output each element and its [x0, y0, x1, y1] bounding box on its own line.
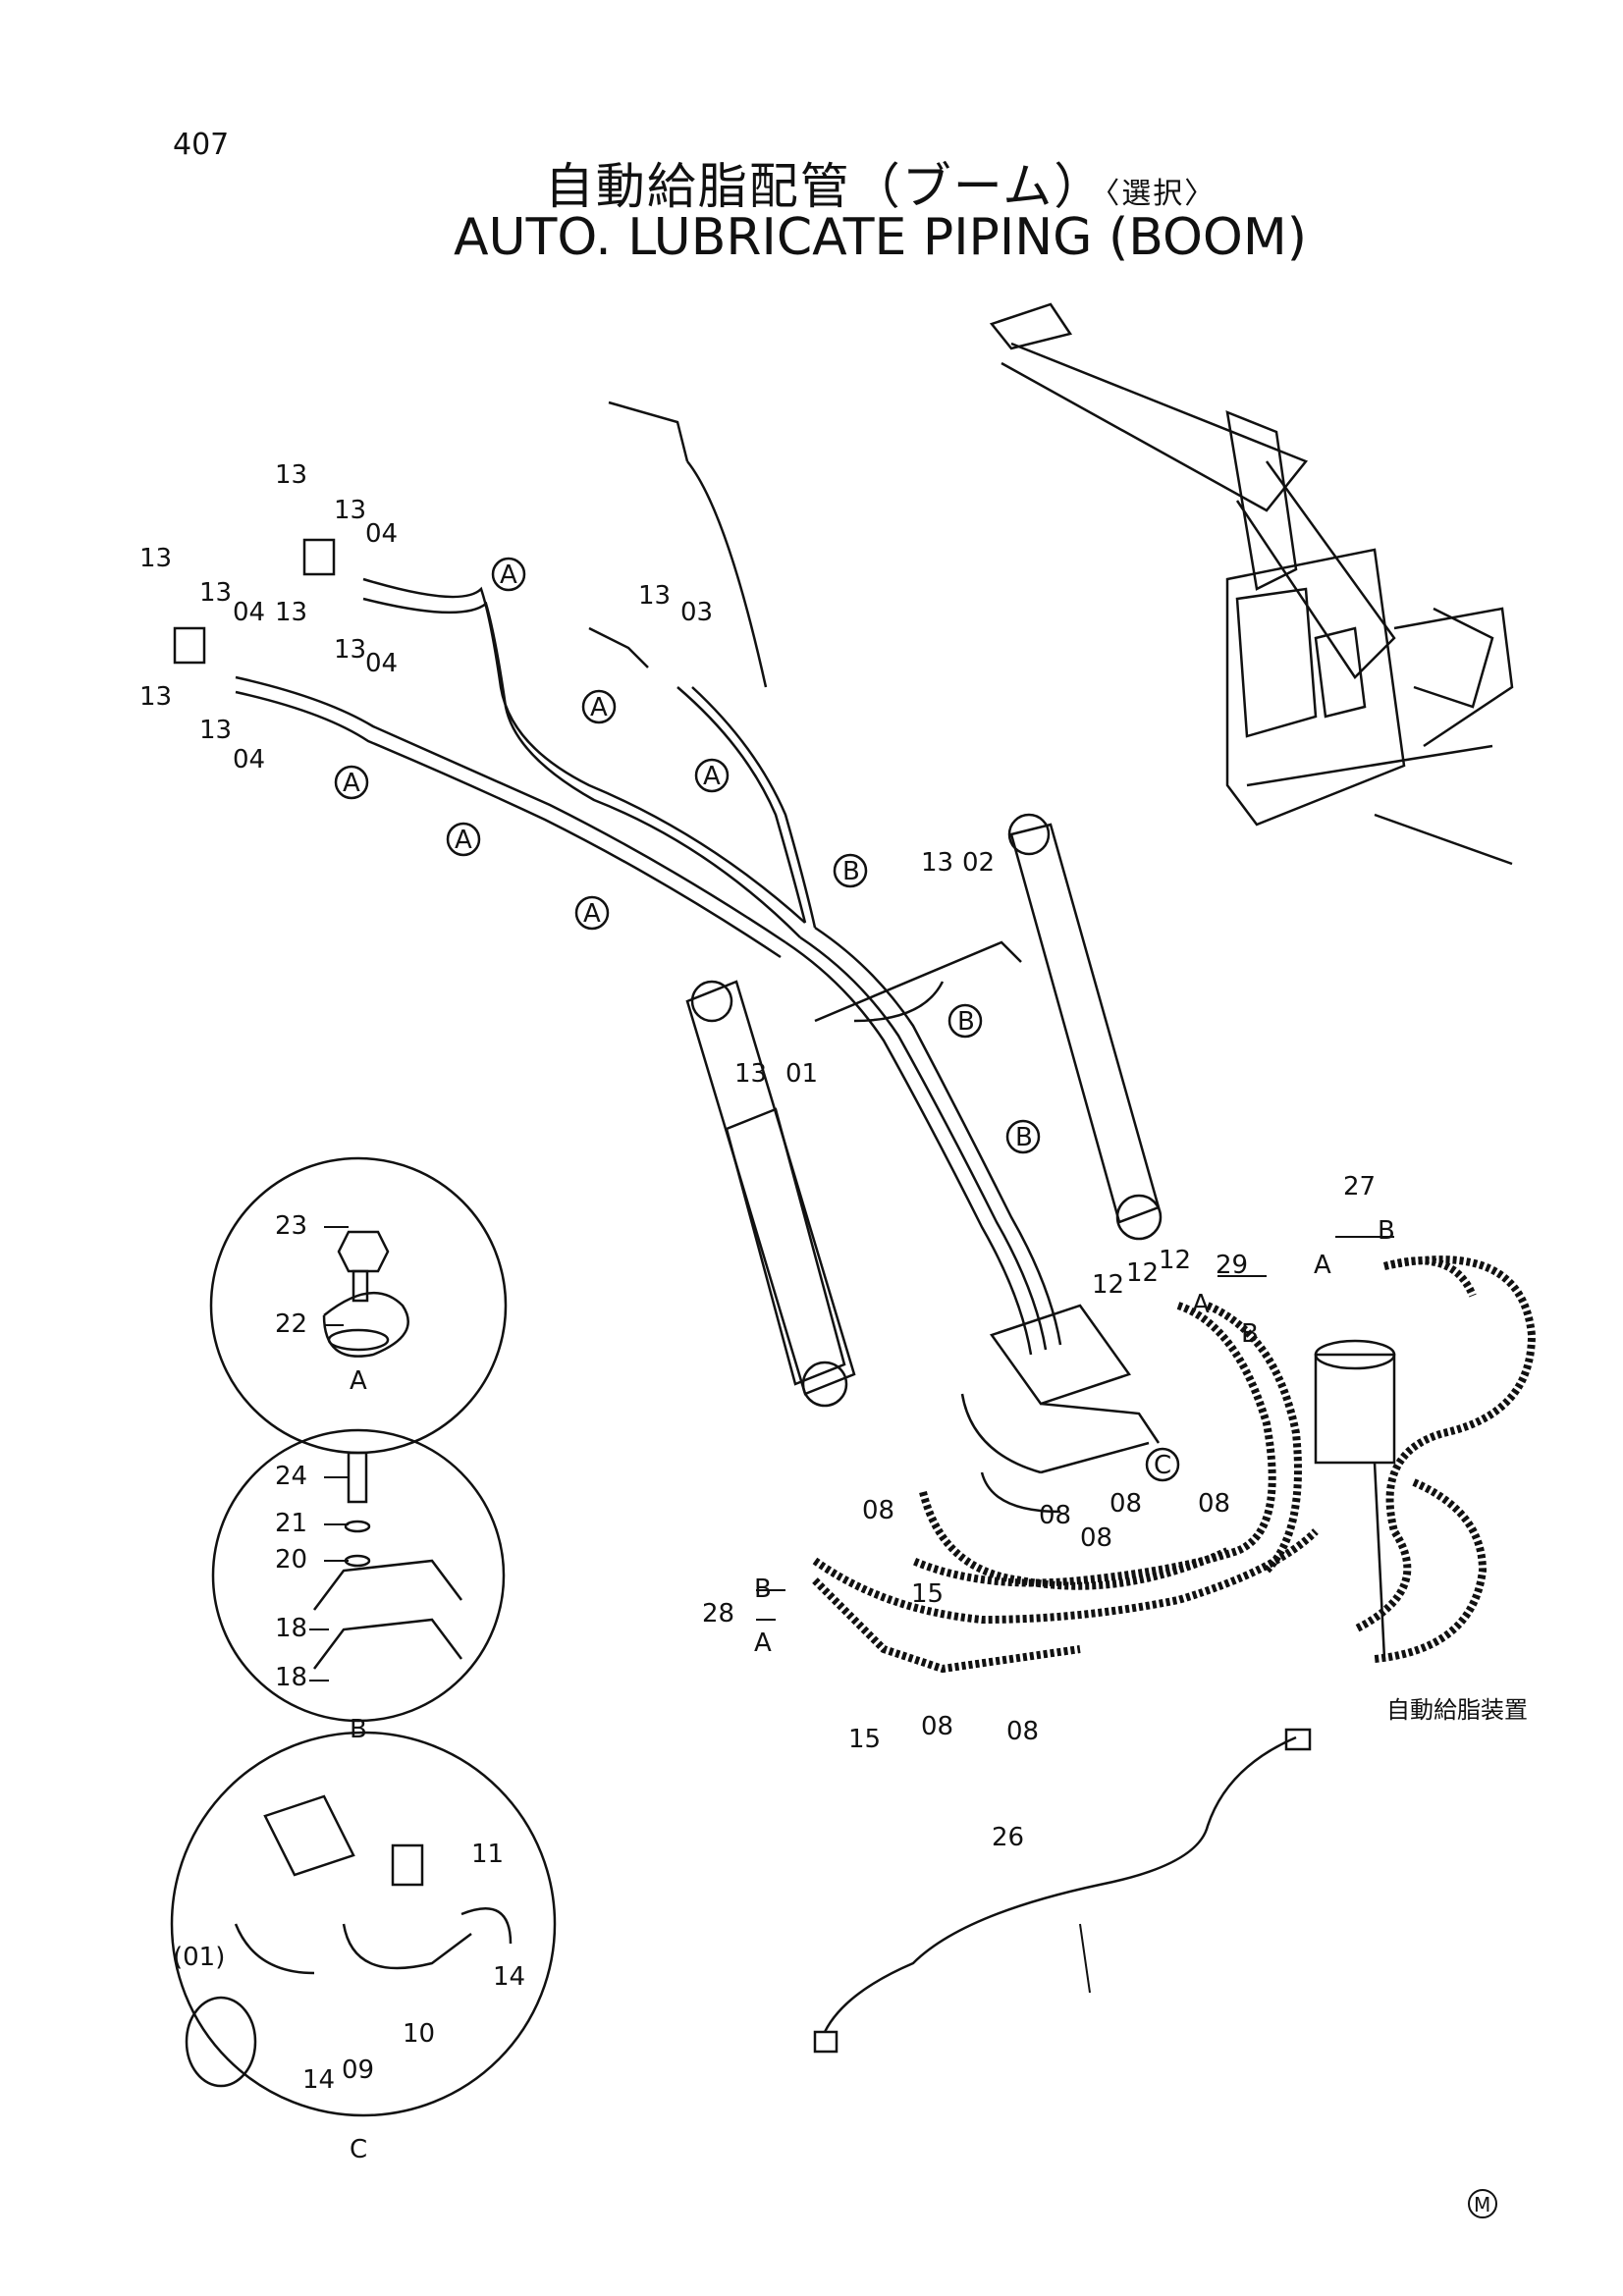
callout-29: 29	[1216, 1251, 1248, 1280]
callout-13: 13	[734, 1059, 767, 1089]
boom-cylinders	[685, 813, 1163, 1408]
title-japanese: 自動給脂配管（ブーム）〈選択〉	[0, 147, 1623, 218]
callout-13: 13	[334, 635, 366, 665]
callout-13: 13	[921, 848, 953, 878]
callout-13: 13	[334, 496, 366, 525]
ref-a-2: A	[590, 693, 608, 722]
callout-28: 28	[702, 1599, 734, 1629]
callout-18: 18	[275, 1663, 307, 1692]
title-jp-option: 〈選択〉	[1105, 177, 1217, 211]
callout-12: 12	[1126, 1258, 1159, 1288]
callout-13: 13	[199, 716, 232, 745]
callout-04: 04	[365, 519, 398, 549]
detail-circle-a	[209, 1156, 508, 1455]
callout-14: 14	[493, 1962, 525, 1992]
callout-26: 26	[992, 1823, 1024, 1852]
detail-circle-c	[170, 1731, 557, 2117]
detail-c-parts	[185, 1794, 513, 2088]
callout-13: 13	[275, 460, 307, 490]
callout-14: 14	[302, 2065, 335, 2095]
callout-13: 13	[139, 544, 172, 573]
page-number: 407	[173, 128, 230, 162]
callout-13: 13	[275, 598, 307, 627]
ref-b-1: B	[842, 857, 860, 886]
ref-a-4: A	[343, 769, 360, 798]
callout-11: 11	[471, 1840, 504, 1869]
callout-03: 03	[680, 598, 713, 627]
callout-20: 20	[275, 1545, 307, 1575]
ref-a-5: A	[455, 826, 472, 855]
detail-c-label: C	[350, 2135, 367, 2164]
callout-08: 08	[921, 1712, 953, 1741]
ref-a-1: A	[500, 561, 517, 590]
callout-04: 04	[233, 745, 265, 774]
detail-circle-b	[211, 1428, 506, 1723]
callout-10: 10	[403, 2019, 435, 2049]
lubricator-label: 自動給脂装置	[1386, 1696, 1528, 1724]
callout-02: 02	[962, 848, 995, 878]
ref-b-27: B	[1378, 1216, 1395, 1246]
ref-a-3: A	[703, 762, 721, 791]
ref-a-29: A	[1192, 1290, 1210, 1319]
callout-27: 27	[1343, 1172, 1376, 1201]
callout-23: 23	[275, 1211, 307, 1241]
callout-12: 12	[1092, 1270, 1124, 1300]
footer-mark: M	[1474, 2193, 1490, 2216]
callout-08: 08	[1109, 1489, 1142, 1519]
coiled-hoses	[812, 1255, 1537, 1674]
detail-b-label: B	[350, 1715, 367, 1744]
callout-01: 01	[785, 1059, 818, 1089]
callout-15: 15	[911, 1579, 944, 1609]
callout-08: 08	[1006, 1717, 1039, 1746]
leader-lines	[309, 1226, 1394, 1682]
ref-b-29: B	[1241, 1319, 1259, 1349]
title-jp-main: 自動給脂配管（ブーム）	[544, 158, 1106, 215]
callout-01-detail: (01)	[173, 1943, 225, 1972]
detail-b-parts	[313, 1451, 462, 1670]
ref-a-28: A	[754, 1629, 772, 1658]
callout-13: 13	[638, 581, 671, 611]
ref-c-1: C	[1154, 1451, 1171, 1480]
callout-04: 04	[233, 598, 265, 627]
distributor-block	[960, 1304, 1161, 1514]
ref-b-3: B	[1015, 1123, 1033, 1152]
callout-12: 12	[1159, 1246, 1191, 1275]
callout-08: 08	[862, 1496, 894, 1525]
fittings-top-left	[173, 400, 1062, 1356]
callout-22: 22	[275, 1309, 307, 1339]
auto-lubricator-unit	[1314, 1339, 1396, 1660]
detail-a-label: A	[350, 1366, 367, 1396]
callout-21: 21	[275, 1509, 307, 1538]
callout-08: 08	[1080, 1523, 1112, 1553]
ref-b-2: B	[957, 1007, 975, 1037]
callout-18: 18	[275, 1614, 307, 1643]
callout-04: 04	[365, 649, 398, 678]
callout-08: 08	[1198, 1489, 1230, 1519]
callout-13: 13	[199, 578, 232, 608]
ref-a-6: A	[583, 899, 601, 929]
callout-15: 15	[848, 1725, 881, 1754]
callout-09: 09	[342, 2056, 374, 2085]
detail-a-parts	[322, 1230, 409, 1358]
ref-b-28: B	[754, 1575, 772, 1604]
title-english: AUTO. LUBRICATE PIPING (BOOM)	[453, 208, 1308, 267]
reference-circles: A A A A A A B B B C	[334, 557, 1180, 1482]
callout-08: 08	[1039, 1501, 1071, 1530]
callout-24: 24	[275, 1462, 307, 1491]
harness-26	[813, 1728, 1312, 2054]
excavator-illustration	[989, 302, 1514, 866]
part-callouts: 13 13 13 13 13 13 13 13 13 13 04 04 04 0…	[139, 460, 1528, 2218]
ref-a-27: A	[1314, 1251, 1331, 1280]
callout-13: 13	[139, 682, 172, 712]
